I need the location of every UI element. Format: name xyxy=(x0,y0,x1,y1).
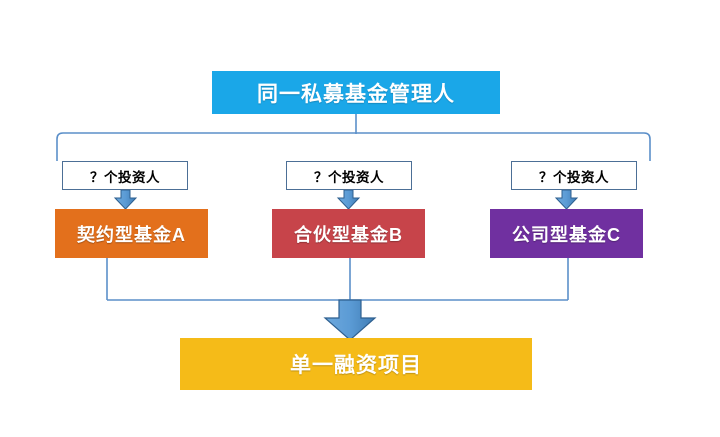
node-fund-manager[interactable]: 同一私募基金管理人 xyxy=(212,71,500,114)
arrow-investor-to-fund-1 xyxy=(113,189,138,210)
node-fund-contractual-a[interactable]: 契约型基金A xyxy=(55,209,208,258)
arrow-investor-to-fund-3 xyxy=(554,189,579,210)
node-investor-count-2[interactable]: ？个投资人 xyxy=(286,161,412,190)
node-single-financing-project[interactable]: 单一融资项目 xyxy=(180,338,532,390)
node-investor-count-1[interactable]: ？个投资人 xyxy=(62,161,188,190)
node-fund-partnership-b[interactable]: 合伙型基金B xyxy=(272,209,425,258)
arrow-funds-to-project xyxy=(323,299,377,341)
node-fund-corporate-c[interactable]: 公司型基金C xyxy=(490,209,643,258)
arrow-investor-to-fund-2 xyxy=(336,189,361,210)
manager-brace-connector xyxy=(56,132,651,147)
node-investor-count-3[interactable]: ？个投资人 xyxy=(511,161,637,190)
